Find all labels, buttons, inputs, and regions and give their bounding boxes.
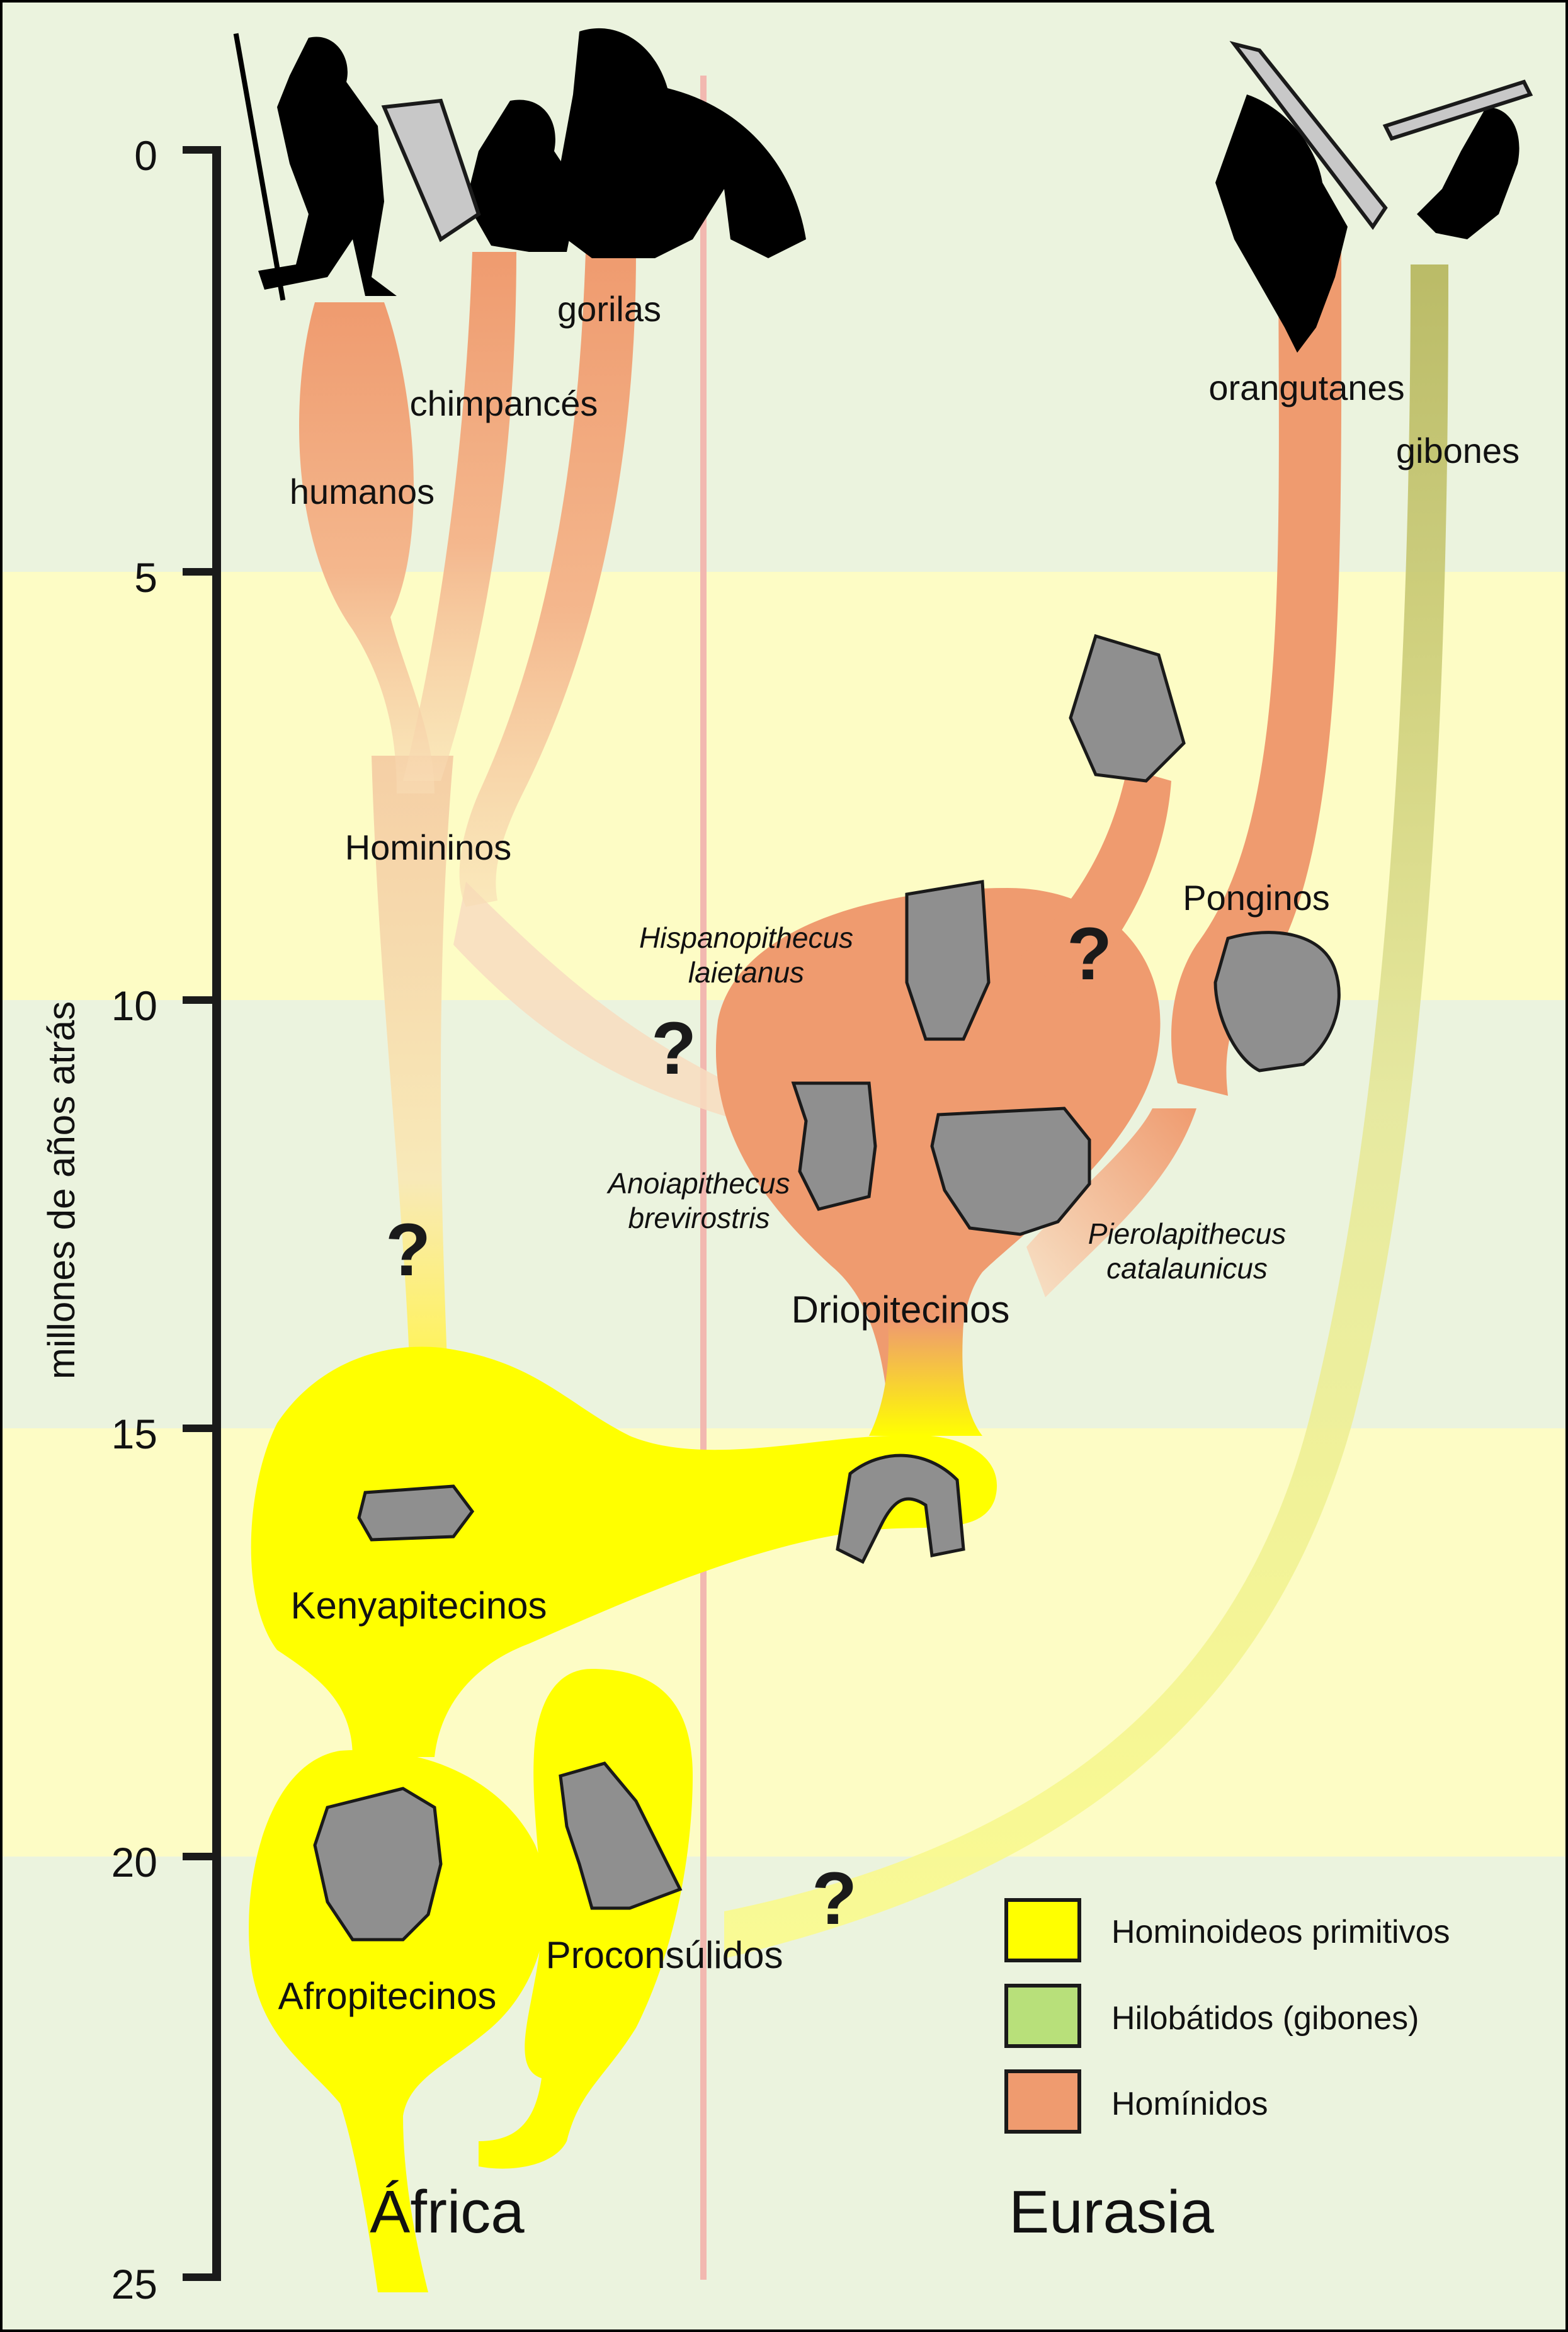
legend-label-hylobatids: Hilobátidos (gibones) [1111,2000,1419,2037]
tick-label-0: 0 [134,132,157,179]
chimpanzee-lineage [403,252,516,781]
orangutan-ancestor-skull-fossil [1213,931,1341,1072]
label-driopitecinos: Driopitecinos [792,1288,1010,1331]
tick-mark-20 [183,1853,220,1860]
label-afropitecinos: Afropitecinos [278,1975,497,2017]
axis-title: millones de años atrás [40,1001,82,1379]
label-anoiapithecus-genus: Anoiapithecus [606,1167,790,1200]
axis-line [212,146,221,2281]
proconsulid-blob [479,1669,693,2169]
label-humanos: humanos [290,472,435,511]
tick-label-20: 20 [111,1839,157,1886]
label-orangutanes: orangutanes [1208,368,1404,407]
tick-label-5: 5 [134,554,157,601]
pierolapithecus-link [1026,1108,1196,1297]
tick-mark-10 [183,996,220,1004]
tick-mark-5 [183,568,220,576]
label-pierolapithecus-genus: Pierolapithecus [1088,1217,1287,1250]
uncertainty-mark-hominin-link: ? [651,1007,696,1090]
region-divider [700,76,707,2280]
tick-label-15: 15 [111,1411,157,1457]
region-africa: África [370,2178,525,2246]
hominin-stem [372,756,453,1360]
label-kenyapitecinos: Kenyapitecinos [291,1584,547,1627]
gibbon-branch [1382,79,1533,141]
kenyapithecine-blob [251,1346,997,1757]
region-eurasia: Eurasia [1009,2178,1214,2246]
kenyapithecus-jaw-fossil [357,1484,475,1542]
hispanopithecus-skeleton-fossil [1069,634,1186,783]
anoiapithecus-skull-fossil [791,1081,877,1211]
tick-label-10: 10 [111,982,157,1029]
gibbon-silhouette [1417,107,1520,239]
dryopithecus-mandible-fossil [836,1453,965,1564]
label-proconsulidos: Proconsúlidos [546,1934,783,1976]
hispanopithecus-hand-fossil [905,880,991,1041]
uncertainty-mark-gibbon-origin: ? [812,1857,857,1940]
legend-swatch-primitive-hominoids [1004,1898,1081,1962]
label-gorilas: gorilas [557,289,661,329]
chimpanzee-stick [381,98,481,242]
human-silhouette [258,37,397,296]
dryopithecine-neck [869,1322,982,1436]
human-staff [233,33,286,301]
tick-mark-15 [183,1425,220,1432]
gorilla-silhouette [560,28,806,259]
orangutan-silhouette [1215,94,1348,353]
label-anoiapithecus-species: brevirostris [628,1202,770,1234]
label-chimpances: chimpancés [410,384,598,423]
tick-label-25: 25 [111,2261,157,2307]
legend: Hominoideos primitivos Hilobátidos (gibo… [1004,1898,1450,2134]
humans-lineage [299,302,435,793]
time-axis: 0 5 10 15 20 25 millones de años atrás [40,132,221,2307]
tick-mark-25 [183,2273,220,2281]
orangutan-lineage [1171,227,1342,1096]
tick-mark-0 [183,146,220,154]
uncertainty-mark-hominin-stem: ? [385,1209,431,1292]
hispanopithecus-branch [1020,768,1171,995]
label-homininos: Homininos [345,828,512,867]
gorilla-lineage [459,252,636,907]
legend-label-hominids: Homínidos [1111,2086,1268,2122]
uncertainty-mark-hispanopithecus: ? [1067,913,1112,996]
label-hispanopithecus-species: laietanus [688,956,804,989]
label-gibones: gibones [1396,431,1520,470]
legend-label-primitive-hominoids: Hominoideos primitivos [1111,1914,1450,1950]
chimpanzee-silhouette [466,100,579,252]
pierolapithecus-skull-fossil [930,1106,1091,1236]
legend-swatch-hominids [1004,2069,1081,2134]
label-hispanopithecus-genus: Hispanopithecus [639,921,853,954]
label-ponginos: Ponginos [1183,878,1330,918]
dryopith-to-hominin-link [453,882,730,1118]
legend-swatch-hylobatids [1004,1984,1081,2048]
label-pierolapithecus-species: catalaunicus [1106,1252,1268,1285]
proconsul-skull-fossil [559,1761,683,1910]
afropithecus-skull-fossil [313,1787,443,1942]
orangutan-branch [1229,41,1388,230]
